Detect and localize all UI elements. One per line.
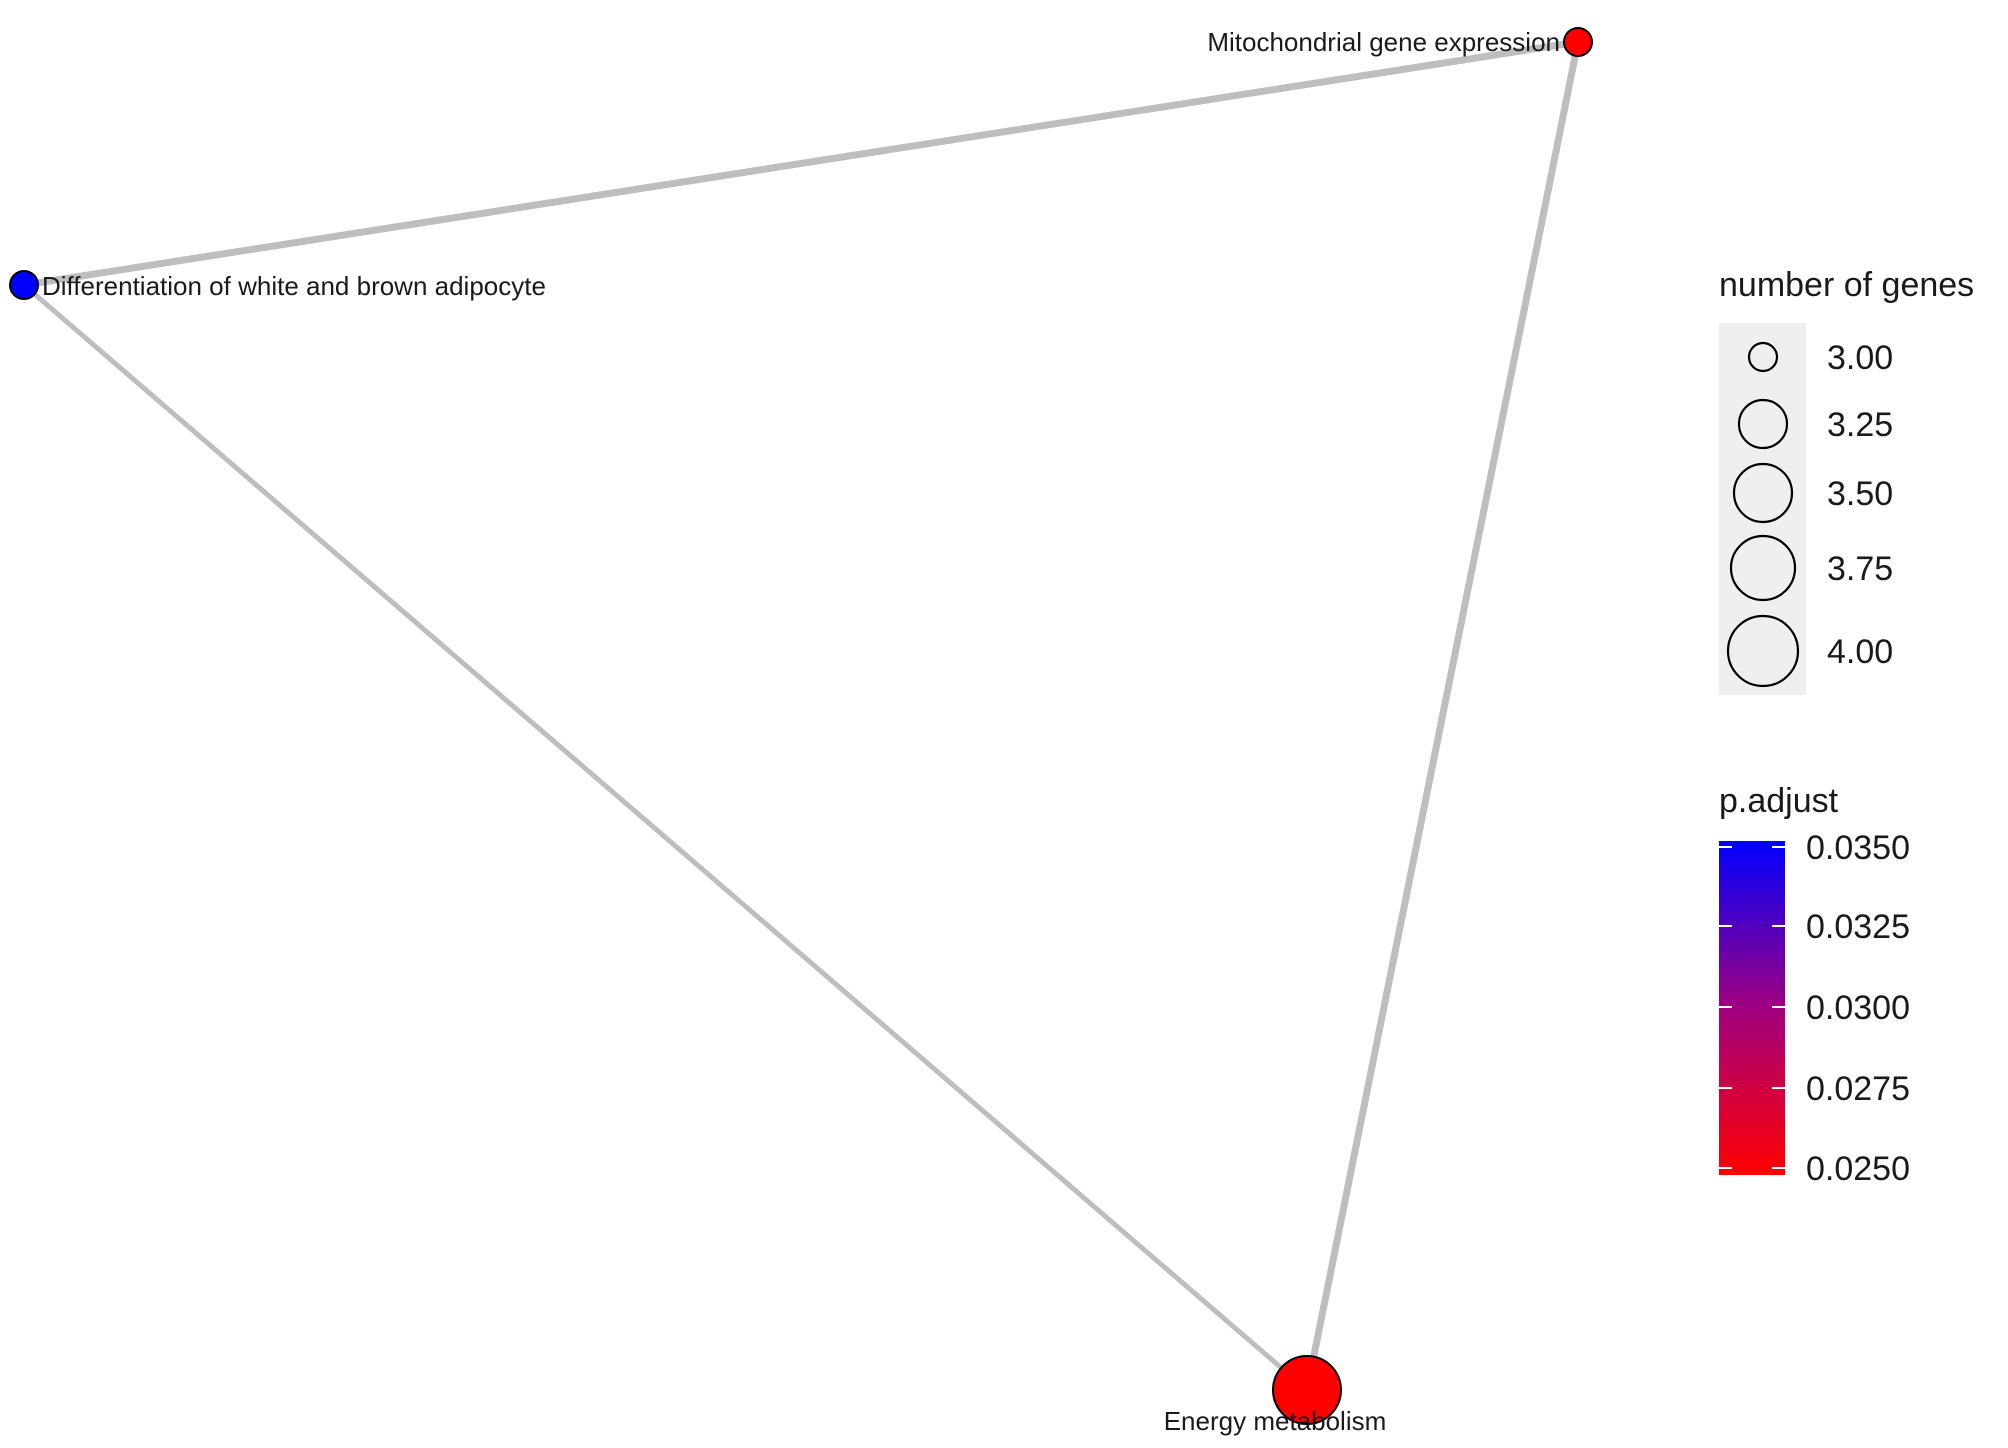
- node-label-differentiation-adipocyte: Differentiation of white and brown adipo…: [42, 271, 546, 301]
- network-nodes: [9, 27, 1593, 1425]
- size-legend-label-3-00: 3.00: [1827, 339, 1893, 377]
- size-legend-label-3-75: 3.75: [1827, 550, 1893, 588]
- node-differentiation-adipocyte[interactable]: [9, 270, 39, 300]
- size-legend-title: number of genes: [1719, 266, 1974, 304]
- size-legend-key-background: [1719, 323, 1806, 695]
- size-legend-circle-3-50: [1732, 462, 1794, 524]
- edge-diff-energy: [21, 282, 1310, 1393]
- network-edges: [20, 38, 1582, 1394]
- node-label-mitochondrial-gene-expression: Mitochondrial gene expression: [1207, 27, 1560, 57]
- size-legend: number of genes 3.00 3.25 3.50 3.75 4.00: [1719, 266, 1974, 695]
- size-legend-label-3-25: 3.25: [1827, 406, 1893, 444]
- size-legend-label-3-50: 3.50: [1827, 475, 1893, 513]
- color-legend-label-0-0250: 0.0250: [1806, 1150, 1910, 1188]
- size-legend-circle-4-00: [1726, 614, 1800, 688]
- color-legend-label-0-0300: 0.0300: [1806, 989, 1910, 1027]
- edge-diff-mito: [20, 38, 1582, 289]
- size-legend-circle-3-75: [1729, 534, 1797, 602]
- edge-mito-energy: [1303, 38, 1582, 1394]
- size-legend-label-4-00: 4.00: [1827, 633, 1893, 671]
- color-legend: p.adjust 0.0350 0.0325 0.0300 0.0275 0.0…: [1719, 782, 1910, 1188]
- network-node-labels: Mitochondrial gene expression Differenti…: [42, 27, 1560, 1436]
- size-legend-circle-3-25: [1737, 398, 1789, 450]
- size-legend-circle-3-00: [1747, 341, 1779, 373]
- node-mitochondrial-gene-expression[interactable]: [1563, 27, 1593, 57]
- node-energy-metabolism[interactable]: [1272, 1355, 1342, 1425]
- color-legend-label-0-0325: 0.0325: [1806, 908, 1910, 946]
- color-legend-title: p.adjust: [1719, 782, 1839, 820]
- color-legend-label-0-0275: 0.0275: [1806, 1070, 1910, 1108]
- node-label-energy-metabolism: Energy metabolism: [1164, 1406, 1387, 1436]
- color-legend-label-0-0350: 0.0350: [1806, 829, 1910, 867]
- color-legend-ticks: [1719, 846, 1785, 1169]
